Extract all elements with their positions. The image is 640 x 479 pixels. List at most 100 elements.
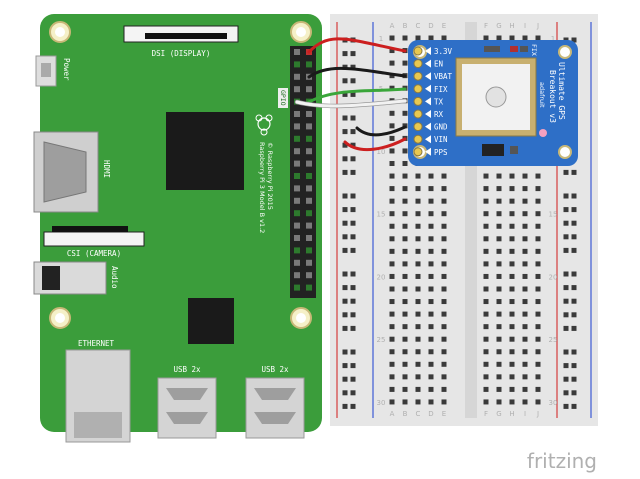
rail-hole bbox=[350, 376, 356, 382]
gpio-pin bbox=[306, 284, 312, 291]
breadboard-hole bbox=[428, 173, 434, 179]
breadboard-hole bbox=[402, 110, 408, 116]
raspberry-logo-icon bbox=[255, 114, 273, 136]
breadboard-hole bbox=[522, 361, 528, 367]
breadboard-hole bbox=[441, 273, 447, 279]
breadboard-hole bbox=[535, 386, 541, 392]
breadboard-hole bbox=[441, 299, 447, 305]
rail-hole bbox=[571, 349, 577, 355]
breadboard-hole bbox=[402, 311, 408, 317]
usb-slot bbox=[254, 388, 296, 400]
breadboard-hole bbox=[415, 35, 421, 41]
ethernet-label: ETHERNET bbox=[78, 339, 115, 348]
gpio-pin bbox=[294, 111, 300, 117]
rail-hole bbox=[342, 78, 348, 84]
rail-hole bbox=[563, 247, 569, 253]
breadboard-hole bbox=[402, 273, 408, 279]
breadboard-hole bbox=[496, 299, 502, 305]
rail-hole bbox=[563, 325, 569, 331]
breadboard-hole bbox=[483, 273, 489, 279]
gpio-pin bbox=[306, 197, 312, 204]
breadboard-hole bbox=[441, 186, 447, 192]
csi-slot bbox=[52, 226, 128, 232]
breadboard-hole bbox=[535, 261, 541, 267]
breadboard-hole bbox=[522, 198, 528, 204]
breadboard-hole bbox=[441, 223, 447, 229]
breadboard-hole bbox=[389, 236, 395, 242]
breadboard-hole bbox=[402, 361, 408, 367]
gps-pin-arrow-icon bbox=[425, 47, 431, 55]
breadboard-hole bbox=[389, 223, 395, 229]
breadboard-hole bbox=[522, 211, 528, 217]
breadboard-hole bbox=[415, 399, 421, 405]
rail-hole bbox=[342, 298, 348, 304]
usb-slot bbox=[166, 412, 208, 424]
breadboard-hole bbox=[522, 286, 528, 292]
column-letter: E bbox=[442, 410, 446, 418]
breadboard-hole bbox=[522, 336, 528, 342]
rail-hole bbox=[342, 271, 348, 277]
breadboard-hole bbox=[389, 48, 395, 54]
rail-hole bbox=[563, 193, 569, 199]
breadboard-hole bbox=[535, 349, 541, 355]
column-letter: C bbox=[416, 22, 421, 30]
breadboard-hole bbox=[428, 248, 434, 254]
column-letter: G bbox=[496, 22, 501, 30]
breadboard-hole bbox=[415, 186, 421, 192]
gps-pin-label: FIX bbox=[434, 85, 448, 94]
breadboard-hole bbox=[509, 35, 515, 41]
copyright-text: © Raspberry Pi 2015 bbox=[266, 142, 274, 210]
breadboard-hole bbox=[496, 336, 502, 342]
breadboard-hole bbox=[535, 236, 541, 242]
breadboard-hole bbox=[509, 236, 515, 242]
breadboard-hole bbox=[389, 161, 395, 166]
breadboard-hole bbox=[415, 299, 421, 305]
breadboard-hole bbox=[428, 386, 434, 392]
rail-hole bbox=[350, 234, 356, 240]
breadboard-hole bbox=[415, 261, 421, 267]
rail-hole bbox=[571, 298, 577, 304]
rail-hole bbox=[563, 376, 569, 382]
breadboard-hole bbox=[496, 35, 502, 41]
breadboard-hole bbox=[483, 236, 489, 242]
breadboard-hole bbox=[389, 211, 395, 217]
breadboard-hole bbox=[389, 386, 395, 392]
breadboard-hole bbox=[509, 299, 515, 305]
breadboard-hole bbox=[402, 223, 408, 229]
gps-antenna-feed bbox=[485, 86, 507, 108]
breadboard-hole bbox=[402, 161, 408, 166]
mount-hole-center bbox=[55, 27, 65, 37]
usb-slot bbox=[254, 412, 296, 424]
gps-breakout-board: FIX Ultimate GPS Breakout v3 adafruit 3.… bbox=[408, 40, 578, 166]
gps-pin-label: GND bbox=[434, 123, 448, 132]
rail-hole bbox=[350, 78, 356, 84]
rail-hole bbox=[563, 403, 569, 409]
breadboard-hole bbox=[402, 236, 408, 242]
breadboard-hole bbox=[483, 386, 489, 392]
breadboard-hole bbox=[509, 374, 515, 380]
audio-jack-hole bbox=[42, 266, 60, 290]
row-number: 10 bbox=[377, 148, 386, 156]
rail-hole bbox=[342, 312, 348, 318]
gps-mount-hole bbox=[558, 45, 572, 59]
breadboard-hole bbox=[402, 248, 408, 254]
breadboard-hole bbox=[496, 349, 502, 355]
breadboard-hole bbox=[483, 223, 489, 229]
breadboard-hole bbox=[522, 236, 528, 242]
breadboard-hole bbox=[428, 211, 434, 217]
breadboard-hole bbox=[483, 261, 489, 267]
column-letter: A bbox=[390, 410, 395, 418]
breadboard-hole bbox=[522, 248, 528, 254]
breadboard-hole bbox=[389, 110, 395, 116]
breadboard-hole bbox=[483, 349, 489, 355]
breadboard-hole bbox=[389, 286, 395, 292]
breadboard-hole bbox=[509, 286, 515, 292]
column-letter: H bbox=[509, 22, 514, 30]
breadboard-hole bbox=[509, 311, 515, 317]
breadboard-hole bbox=[428, 311, 434, 317]
breadboard-hole bbox=[509, 386, 515, 392]
rail-hole bbox=[350, 363, 356, 369]
gpio-pin bbox=[306, 61, 312, 68]
wire bbox=[307, 66, 407, 79]
